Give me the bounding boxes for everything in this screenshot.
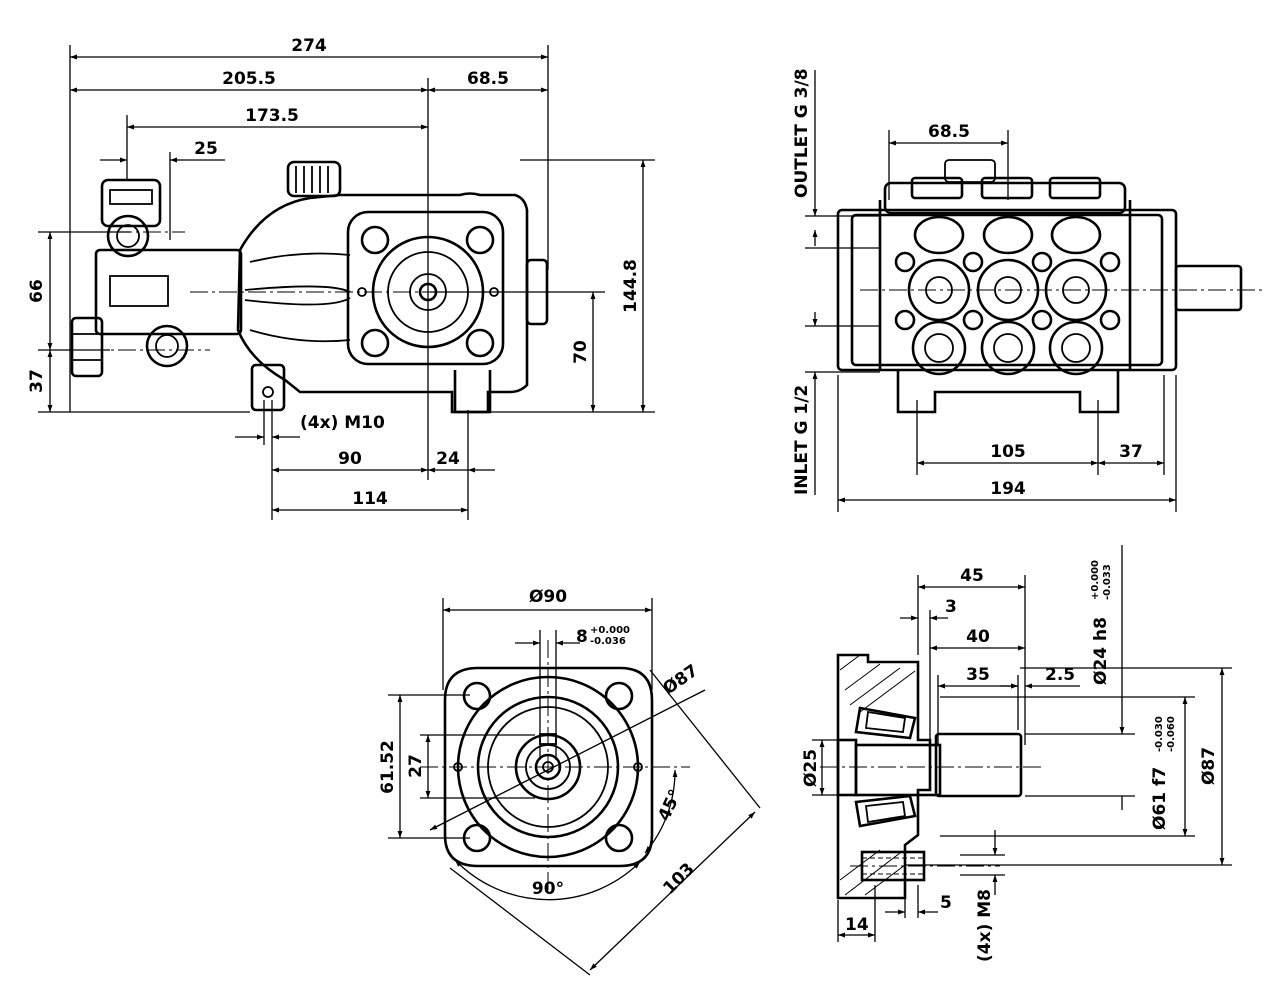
- dim-68-5: 68.5: [467, 69, 509, 89]
- dim-24: 24: [436, 449, 460, 469]
- dim-90: 90: [338, 449, 362, 469]
- dim-173-5: 173.5: [245, 106, 299, 126]
- inlet-label: INLET G 1/2: [792, 385, 812, 495]
- pump-side-body: [60, 160, 549, 414]
- shaft-view: 45 3 40 35 2.5: [801, 545, 1232, 962]
- dim-144-8: 144.8: [621, 259, 641, 313]
- dim-274: 274: [291, 36, 327, 56]
- dim-37-right: 37: [1119, 442, 1143, 462]
- dim-bolt-5: 5: [940, 893, 952, 913]
- dim-key-2-5: 2.5: [1045, 665, 1075, 685]
- pump-front-body: [836, 159, 1262, 414]
- dim-194: 194: [990, 479, 1026, 499]
- dim-4x-m8: (4x) M8: [975, 889, 995, 962]
- dim-angle-90: 90°: [532, 879, 564, 899]
- dim-114: 114: [352, 489, 388, 509]
- keyway-tol-upper: +0.000: [590, 625, 630, 636]
- dim-key-35: 35: [966, 665, 990, 685]
- front-view: OUTLET G 3/8 INLET G 1/2 68.5: [792, 68, 1262, 512]
- shaft-tol-upper: +0.000: [1090, 560, 1101, 600]
- dim-25: 25: [194, 139, 218, 159]
- dim-keyway-8: 8: [576, 627, 588, 647]
- dim-shaft-24h8: Ø24 h8: [1091, 617, 1111, 685]
- dim-angle-45: 45°: [654, 787, 686, 825]
- pilot-tol-upper: -0.030: [1154, 716, 1165, 752]
- dim-shaft-bolt-87: Ø87: [1199, 747, 1219, 785]
- dim-bolt-circle-87: Ø87: [659, 661, 702, 699]
- dim-flange-90: Ø90: [529, 587, 567, 607]
- dim-4x-m10: (4x) M10: [300, 413, 385, 433]
- dim-37-left: 37: [27, 369, 47, 393]
- dim-key-40: 40: [966, 627, 990, 647]
- dim-105: 105: [990, 442, 1026, 462]
- dim-27: 27: [406, 754, 426, 778]
- dim-flange-14: 14: [845, 915, 869, 935]
- dim-103: 103: [659, 859, 698, 898]
- dim-70: 70: [571, 340, 591, 364]
- shaft-tol-lower: -0.033: [1102, 564, 1113, 600]
- flange-view: Ø90 8 +0.000 -0.036 61.52 27: [378, 587, 761, 976]
- keyway-tol-lower: -0.036: [590, 636, 626, 647]
- pilot-tol-lower: -0.060: [1166, 716, 1177, 752]
- flange-body: [420, 640, 690, 890]
- dim-bore-25: Ø25: [801, 749, 821, 787]
- dim-61-52: 61.52: [378, 740, 398, 794]
- dim-shoulder-3: 3: [945, 597, 957, 617]
- shaft-section-body: [820, 653, 1045, 900]
- dim-shaft-45: 45: [960, 566, 984, 586]
- side-view: 274 205.5 68.5 173.5 25 66 37 144.8 70 (…: [27, 36, 655, 520]
- dim-205-5: 205.5: [222, 69, 276, 89]
- outlet-label: OUTLET G 3/8: [792, 68, 812, 198]
- dim-66: 66: [27, 279, 47, 303]
- dim-68-5-front: 68.5: [928, 122, 970, 142]
- dim-pilot-61f7: Ø61 f7: [1150, 767, 1170, 830]
